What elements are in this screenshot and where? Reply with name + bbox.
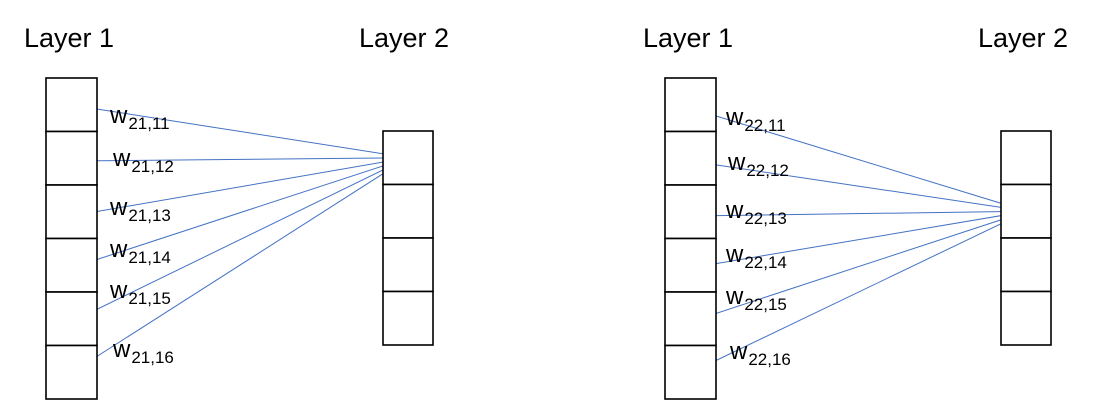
weight-edge [689,210,1028,217]
weight-label-subscript: 21,16 [131,348,174,367]
weight-label-base: w [725,241,744,268]
layer2-cell [1000,183,1052,239]
weight-label-base: w [725,197,744,224]
right-layer2-title: Layer 2 [978,23,1068,53]
left-layer2-cells [382,130,434,346]
weight-label-subscript: 22,12 [746,161,789,180]
weight-label: w22,14 [725,241,787,272]
left-edges [70,104,409,374]
weight-label-subscript: 21,14 [128,248,171,267]
layer1-cell [664,237,717,293]
weight-label: w22,11 [725,104,786,135]
right-layer2-cells [1000,130,1052,346]
layer1-cell [664,184,717,240]
weight-label: w21,11 [109,102,170,133]
weight-edge [689,107,1028,212]
weight-edge [689,210,1028,323]
weight-label-base: w [109,277,128,304]
left-layer2-title: Layer 2 [359,23,449,53]
weight-label-base: w [729,338,748,365]
weight-edge [70,157,409,269]
layer1-cell [45,291,98,347]
weight-label-base: w [112,336,131,363]
weight-label: w21,13 [109,194,171,225]
layer2-cell [382,290,434,346]
layer1-cell [45,237,98,293]
layer2-cell [1000,290,1052,346]
weight-label-base: w [725,104,744,131]
weight-edge [70,157,409,217]
layer2-cell [382,130,434,186]
weight-label-subscript: 22,15 [744,295,787,314]
layer1-cell [664,130,717,186]
weight-label-subscript: 21,15 [128,289,171,308]
weight-label-base: w [112,145,131,172]
layer1-cell [664,344,717,400]
weight-edge [70,157,409,374]
weight-label: w22,12 [727,149,789,180]
weight-label: w22,15 [725,283,787,314]
layer2-cell [382,183,434,239]
layer2-cell [382,237,434,293]
weight-label-subscript: 22,13 [744,209,787,228]
weight-label: w21,14 [109,236,171,267]
layer1-cell [664,291,717,347]
weight-label-base: w [109,102,128,129]
weight-label: w21,15 [109,277,171,308]
weight-label-subscript: 21,11 [128,114,169,133]
panel-right: Layer 1 Layer 2 w22,11w22,12w22,13w22,14… [643,23,1068,400]
weight-label: w21,16 [112,336,174,367]
layer2-cell [1000,237,1052,293]
weight-label-subscript: 21,12 [131,157,174,176]
weight-label-subscript: 22,16 [748,350,791,369]
right-edges [689,107,1028,374]
weight-label-subscript: 21,13 [128,206,171,225]
layer2-cell [1000,130,1052,186]
right-layer1-cells [664,77,717,400]
weight-edge [70,157,409,323]
left-layer1-title: Layer 1 [24,23,114,53]
right-layer1-title: Layer 1 [643,23,733,53]
weight-edge [70,157,409,162]
weight-edge [689,160,1028,212]
weight-label: w21,12 [112,145,174,176]
layer1-cell [45,184,98,240]
weight-edge [689,210,1028,269]
weight-label: w22,13 [725,197,787,228]
layer1-cell [664,77,717,133]
layer1-cell [45,130,98,186]
weight-label-base: w [109,194,128,221]
weight-label-subscript: 22,11 [744,116,785,135]
layer1-cell [45,344,98,400]
panel-left: Layer 1 Layer 2 w21,11w21,12w21,13w21,14… [24,23,449,400]
weight-label: w22,16 [729,338,791,369]
weight-label-base: w [109,236,128,263]
weight-label-subscript: 22,14 [744,253,787,272]
layer1-cell [45,77,98,133]
weight-label-base: w [725,283,744,310]
weight-edge [689,210,1028,374]
weight-label-base: w [727,149,746,176]
left-layer1-cells [45,77,98,400]
weight-edge [70,104,409,159]
